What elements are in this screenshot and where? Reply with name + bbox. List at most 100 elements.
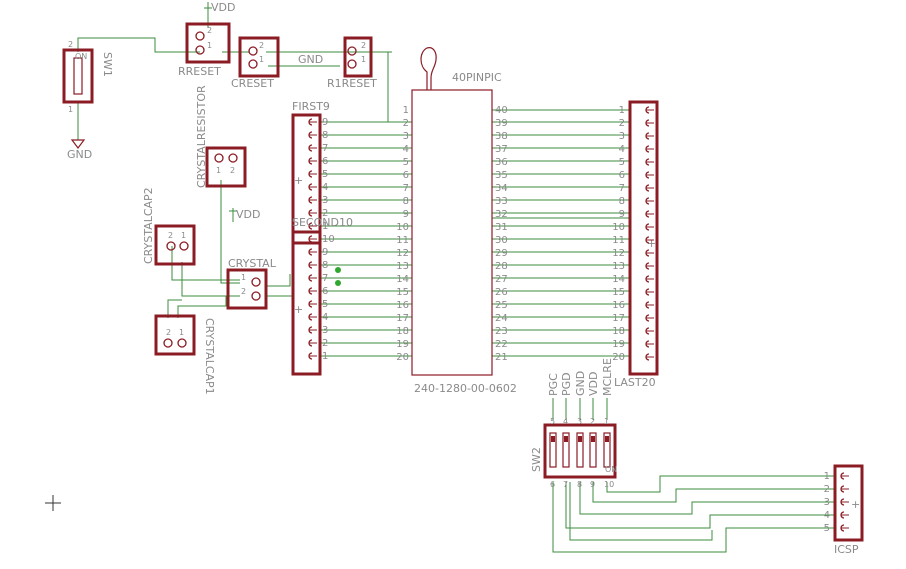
gnd-sw1: GND (67, 139, 92, 161)
first9-pin-number: 2 (322, 208, 328, 219)
second10-pin-number: 4 (322, 312, 328, 323)
pic-right-pin-number: 36 (495, 157, 508, 168)
wire-icsp-1 (606, 475, 835, 493)
last20-pin-number: 16 (612, 300, 625, 311)
last20-pin-number: 2 (619, 118, 625, 129)
vdd-crystal: VDD (229, 208, 260, 221)
pic-left-pin-number: 10 (396, 222, 409, 233)
sw2-signal-label: VDD (587, 372, 600, 396)
first9-plus: + (294, 174, 303, 187)
second10-pin-number: 3 (322, 325, 328, 336)
wire-icsp-5 (552, 482, 835, 553)
r1reset-pin1: 1 (361, 55, 366, 64)
rreset[interactable]: 2 1 RRESET (178, 22, 231, 78)
junction-dot (335, 267, 341, 273)
last20-pin-number: 10 (612, 222, 625, 233)
wire-cap1-b (177, 295, 240, 318)
second10-pin-number: 2 (322, 338, 328, 349)
pic-right-pin-number: 30 (495, 235, 508, 246)
crystal-name: CRYSTAL (228, 257, 277, 270)
pic-left-pin-number: 4 (403, 144, 409, 155)
first9-pin-number: 7 (322, 143, 328, 154)
pic-left-pin-number: 1 (403, 105, 409, 116)
creset-name: CRESET (231, 77, 274, 90)
creset[interactable]: 2 1 CRESET (231, 36, 280, 90)
pic-right-pin-number: 40 (495, 105, 508, 116)
last20-pin-number: 9 (619, 209, 625, 220)
crystal-pin1: 1 (241, 273, 246, 282)
crystalresistor-pin2: 2 (230, 166, 235, 175)
sw2-switch[interactable] (562, 432, 570, 468)
sw2-bottom-pin-number: 9 (590, 480, 595, 489)
first9-pin-number: 5 (322, 169, 328, 180)
sw2-switch-knob (605, 436, 609, 442)
icsp-name: ICSP (834, 543, 859, 556)
wire-icsp-3 (579, 482, 835, 515)
r1reset[interactable]: 2 1 R1RESET (327, 36, 377, 90)
last20-pin-number: 6 (619, 170, 625, 181)
crystal-cap1[interactable]: 2 1 CRYSTALCAP1 (154, 314, 216, 395)
wires (77, 20, 835, 553)
pic-left-pin-number: 12 (396, 248, 409, 259)
wire-cap1-a (167, 299, 182, 318)
sw2-switch[interactable] (549, 432, 557, 468)
last20-pin-number: 17 (612, 313, 625, 324)
sw2-bottom-pin-number: 6 (550, 480, 555, 489)
vdd-label: VDD (211, 1, 235, 14)
pic-left-pin-number: 2 (403, 118, 409, 129)
wire-cap2-a (171, 246, 240, 281)
crystal-cap2[interactable]: 2 1 CRYSTALCAP2 (142, 187, 196, 266)
sw2-switch[interactable] (589, 432, 597, 468)
second10-pin-number: 9 (322, 247, 328, 258)
icsp-pin-number: 1 (824, 471, 830, 482)
sw2-signal-label: GND (574, 371, 587, 396)
sw2-switch[interactable] (576, 432, 584, 468)
crystal-resistor[interactable]: 1 2 CRYSTALRESISTOR (195, 85, 247, 188)
icsp-pin-number: 3 (824, 497, 830, 508)
sw2-switch-knob (551, 436, 555, 442)
r1reset-pin2: 2 (361, 41, 366, 50)
crystal[interactable]: 1 2 CRYSTAL (226, 257, 277, 310)
sw1-name: SW1 (101, 52, 114, 77)
sw2-switch-knob (564, 436, 568, 442)
pic-right-pin-number: 21 (495, 352, 508, 363)
first9-pin-number: 4 (322, 182, 328, 193)
sw2-top-pin-number: 3 (577, 417, 582, 426)
pic-left-pin-number: 3 (403, 131, 409, 142)
pic-right-pin-number: 37 (495, 144, 508, 155)
icsp-plus: + (851, 498, 860, 511)
pic-right-pin-number: 35 (495, 170, 508, 181)
first9-pin-number: 1 (322, 221, 328, 232)
crystalcap2-name: CRYSTALCAP2 (142, 187, 155, 264)
pic-right-pin-number: 22 (495, 339, 508, 350)
pic-40pin[interactable]: 40PINPIC 240-1280-00-0602 12345678910111… (396, 47, 517, 395)
pic-left-pin-number: 6 (403, 170, 409, 181)
r1reset-name: R1RESET (327, 77, 377, 90)
wire-cap2-b (181, 262, 240, 297)
last20-pin-number: 15 (612, 287, 625, 298)
crystalresistor-name: CRYSTALRESISTOR (195, 85, 208, 188)
sw2-switch[interactable] (603, 432, 611, 468)
wire-crystal-osc1 (266, 274, 291, 287)
pic-right-pin-number: 39 (495, 118, 508, 129)
wire-icsp-6 (569, 482, 713, 541)
last20-pin-number: 20 (612, 352, 625, 363)
first9-pin-number: 9 (322, 117, 328, 128)
crystal-pin2: 2 (241, 287, 246, 296)
rreset-pin1: 1 (207, 41, 212, 50)
sw1-pin1: 1 (68, 105, 73, 114)
second10-pin-number: 10 (322, 234, 335, 245)
pic-right-pin-number: 31 (495, 222, 508, 233)
pic-left-pin-number: 17 (396, 313, 409, 324)
sw2-signal-label: PGC (547, 373, 560, 396)
sw1[interactable]: ON 2 1 SW1 (62, 40, 114, 114)
